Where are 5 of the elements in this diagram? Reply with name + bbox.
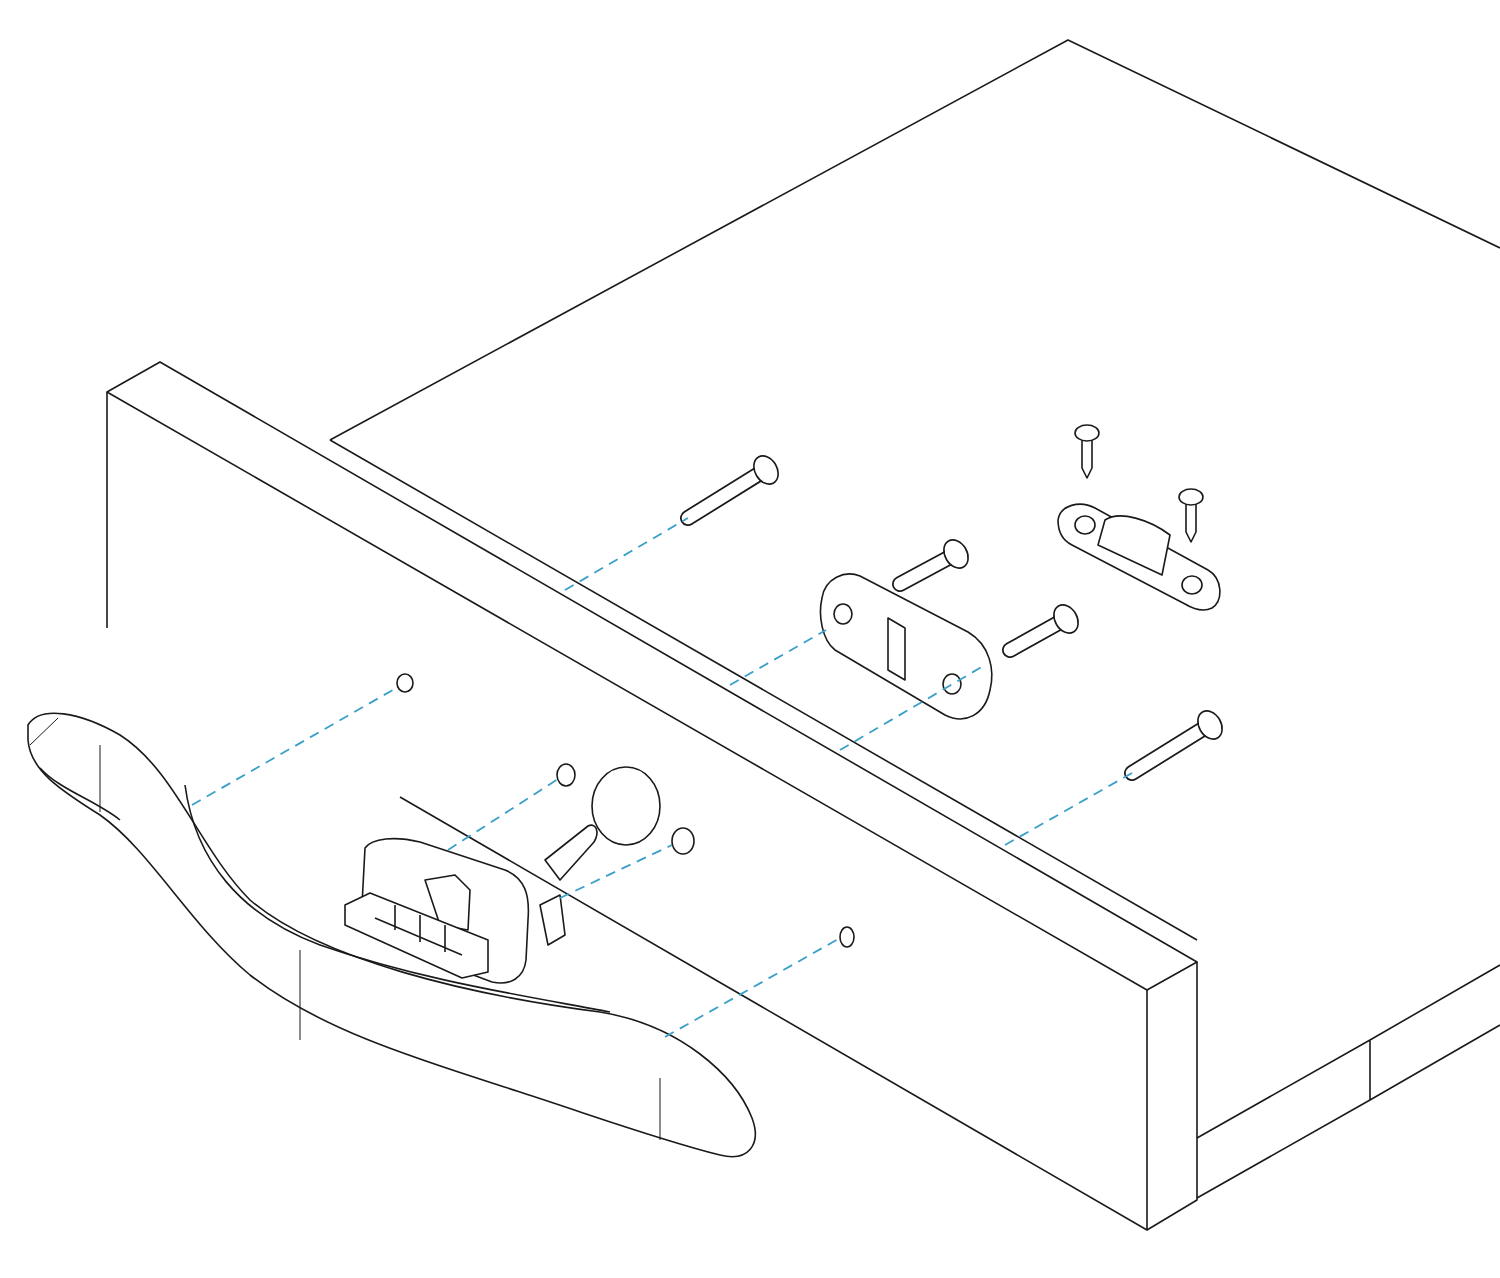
- assembly-line: [729, 629, 827, 686]
- assembly-line: [1004, 772, 1133, 846]
- assembly-line: [447, 778, 559, 851]
- assembly-line: [564, 517, 689, 591]
- assembly-line: [559, 844, 673, 899]
